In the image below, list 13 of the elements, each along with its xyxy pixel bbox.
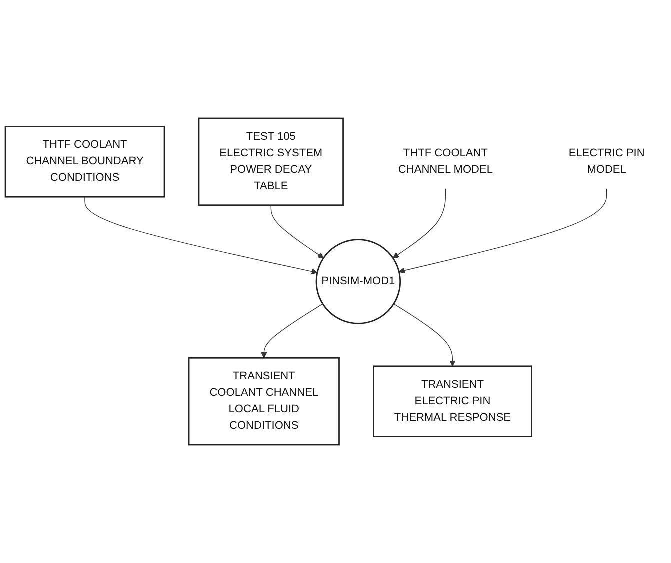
arrow	[261, 303, 324, 358]
arrow	[270, 204, 324, 258]
node-box: TRANSIENT ELECTRIC PIN THERMAL RESPONSE	[373, 365, 532, 438]
node-box: TRANSIENT COOLANT CHANNEL LOCAL FLUID CONDITIONS	[188, 357, 340, 446]
arrow	[84, 196, 318, 274]
arrow	[394, 303, 456, 366]
node-text: THTF COOLANT CHANNEL MODEL	[398, 147, 493, 176]
node-box: TEST 105 ELECTRIC SYSTEM POWER DECAY TABLE	[198, 118, 344, 206]
node-circle: PINSIM-MOD1	[316, 238, 402, 324]
node-text: ELECTRIC PIN MODEL	[568, 147, 645, 176]
arrow	[392, 188, 446, 258]
arrow	[398, 188, 608, 274]
node-box: THTF COOLANT CHANNEL BOUNDARY CONDITIONS	[4, 126, 166, 198]
